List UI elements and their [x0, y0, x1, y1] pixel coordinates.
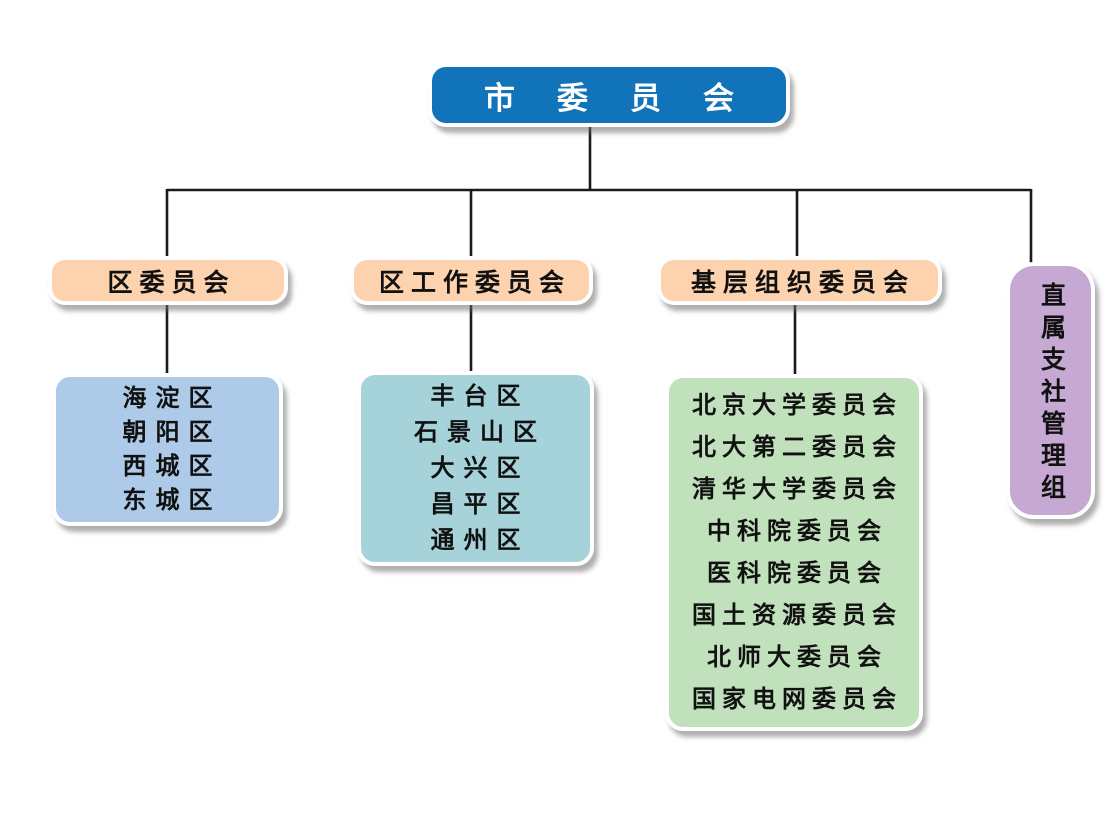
branch-direct-branch-management-group: 直属支社管理组	[1006, 262, 1095, 519]
branch-label-vertical: 直属支社管理组	[1037, 282, 1065, 506]
branch-header-grassroots-committee: 基层组织委员会	[657, 256, 942, 305]
branch-header-label: 基层组织委员会	[690, 269, 915, 297]
list-item: 北师大委员会	[707, 644, 887, 671]
branch-header-label: 区工作委员会	[378, 269, 571, 297]
list-item: 丰台区	[430, 383, 530, 410]
list-item: 石景山区	[414, 419, 546, 446]
branch-header-district-committee: 区委员会	[48, 256, 288, 305]
list-panel-districts: 海淀区 朝阳区 西城区 东城区	[52, 373, 283, 526]
list-item: 中科院委员会	[707, 518, 887, 545]
list-item: 医科院委员会	[707, 560, 887, 587]
list-item: 西城区	[122, 453, 222, 480]
list-item: 昌平区	[430, 491, 530, 518]
list-panel-grassroots-committees: 北京大学委员会 北大第二委员会 清华大学委员会 中科院委员会 医科院委员会 国土…	[665, 374, 923, 731]
list-item: 东城区	[122, 487, 222, 514]
list-item: 国家电网委员会	[692, 686, 902, 713]
branch-header-district-work-committee: 区工作委员会	[350, 256, 593, 305]
list-item: 北京大学委员会	[692, 392, 902, 419]
list-item: 朝阳区	[122, 419, 222, 446]
list-item: 大兴区	[430, 455, 530, 482]
root-node-municipal-committee: 市委员会	[428, 63, 790, 127]
list-item: 北大第二委员会	[692, 434, 902, 461]
branch-header-label: 区委员会	[107, 269, 236, 297]
list-panel-work-districts: 丰台区 石景山区 大兴区 昌平区 通州区	[357, 371, 594, 566]
list-item: 通州区	[430, 527, 530, 554]
list-item: 清华大学委员会	[692, 476, 902, 503]
list-item: 国土资源委员会	[692, 602, 902, 629]
list-item: 海淀区	[122, 385, 222, 412]
root-node-label: 市委员会	[484, 80, 776, 116]
